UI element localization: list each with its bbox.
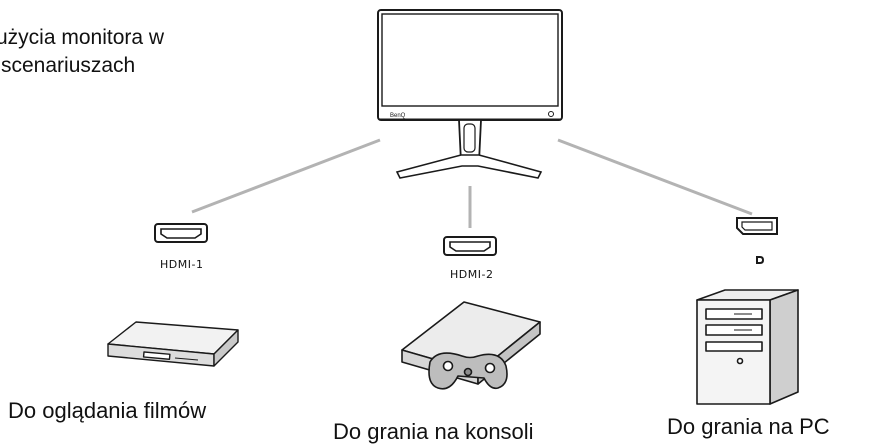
title-line-1: użycia monitora w [0, 26, 165, 49]
device-label-console: Do grania na konsoli [333, 419, 534, 444]
pc-tower-icon [696, 289, 799, 405]
monitor-brand-mark: BenQ [390, 113, 406, 119]
hdmi-port-icon [443, 236, 497, 256]
displayport-logo [756, 256, 764, 264]
port-label-hdmi1: HDMI-1 [160, 258, 204, 271]
media-player-icon [107, 321, 239, 367]
diagram-title: użycia monitora w scenariuszach [0, 24, 164, 80]
hdmi-port-icon [154, 223, 208, 243]
device-label-pc: Do grania na PC [667, 414, 830, 439]
connector-line-dp [557, 138, 753, 216]
connector-line-hdmi1 [191, 138, 381, 214]
game-console-icon [401, 301, 541, 390]
displayport-icon [736, 217, 778, 235]
title-line-2: scenariuszach [1, 54, 136, 77]
monitor-icon: BenQ [377, 9, 563, 179]
port-label-hdmi2: HDMI-2 [450, 268, 494, 281]
connector-lines [191, 138, 753, 228]
device-label-movies: Do oglądania filmów [8, 398, 207, 423]
